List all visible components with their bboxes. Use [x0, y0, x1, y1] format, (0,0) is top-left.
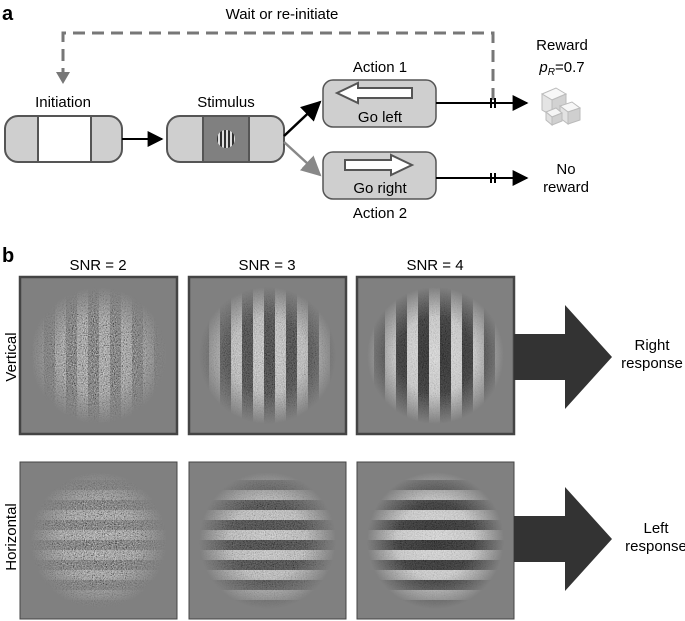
- action2-label: Action 2: [353, 205, 407, 222]
- right-response-line1: Right: [634, 337, 670, 354]
- vertical-snr2-patch: [18, 275, 179, 436]
- wait-loop-dashed-line: [61, 31, 495, 100]
- left-response-line2: response: [625, 538, 685, 555]
- mini-stimulus-patch: [217, 130, 235, 148]
- action1-label: Action 1: [353, 59, 407, 76]
- initiation-label: Initiation: [35, 94, 91, 111]
- stimulus-label: Stimulus: [197, 94, 255, 111]
- wait-loop-arrowhead: [56, 72, 70, 84]
- snr-label-3: SNR = 3: [238, 257, 295, 274]
- horizontal-snr3-patch: [188, 461, 347, 620]
- left-response-arrow: [514, 487, 612, 591]
- row-label-horizontal: Horizontal: [3, 503, 20, 571]
- go-right-box: Go right: [322, 151, 437, 200]
- no-reward-line1: No: [556, 161, 575, 178]
- left-response-line1: Left: [643, 520, 669, 537]
- arrow-stimulus-to-action2: [283, 141, 322, 177]
- right-response-line2: response: [621, 355, 683, 372]
- reward-probability: pR=0.7: [538, 59, 584, 78]
- right-arrow-icon: [344, 153, 415, 177]
- vertical-snr4-patch: [355, 275, 516, 436]
- left-arrow-icon: [334, 81, 413, 105]
- right-response-arrow: [514, 305, 612, 409]
- go-left-text: Go left: [358, 109, 403, 126]
- vertical-snr3-patch: [187, 275, 348, 436]
- delay-tick-2: [490, 173, 496, 183]
- arrow-stimulus-to-action1: [283, 100, 322, 137]
- horizontal-snr2-patch: [19, 461, 178, 620]
- go-left-box: Go left: [322, 79, 437, 128]
- snr-label-2: SNR = 2: [69, 257, 126, 274]
- stimulus-box: [166, 115, 285, 163]
- panel-a-label: a: [2, 3, 14, 25]
- go-right-text: Go right: [353, 180, 407, 197]
- row-label-vertical: Vertical: [3, 332, 20, 381]
- reward-title: Reward: [536, 37, 588, 54]
- panel-b-label: b: [2, 245, 14, 267]
- delay-tick-1: [490, 98, 496, 108]
- no-reward-line2: reward: [543, 179, 589, 196]
- wait-or-reinitiate-label: Wait or re-initiate: [226, 6, 339, 23]
- snr-label-4: SNR = 4: [406, 257, 463, 274]
- sugar-cubes-icon: [540, 87, 582, 127]
- initiation-box: [4, 115, 123, 163]
- horizontal-snr4-patch: [356, 461, 515, 620]
